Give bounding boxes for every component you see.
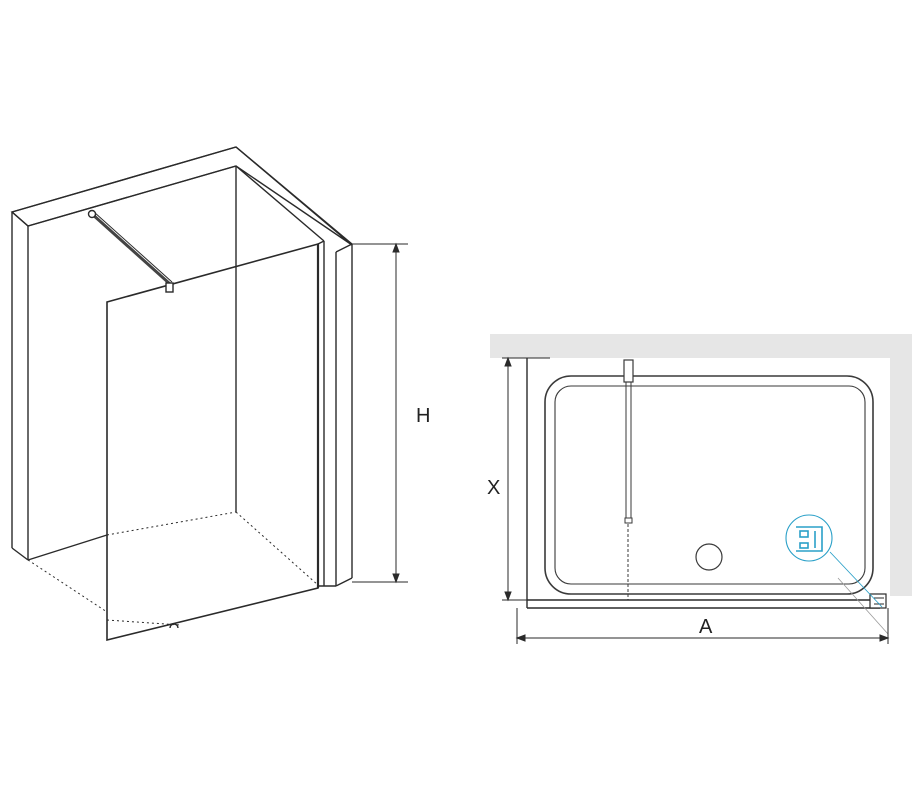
right-wall [318,243,353,587]
back-wall [10,146,353,561]
plan-glass [526,593,887,609]
width-label: A [699,616,713,638]
shower-tray [544,375,874,595]
height-dimension [352,242,408,584]
plan-support-bar [623,359,634,600]
plan-view [490,334,912,644]
floor-bumper [169,623,179,629]
drain-icon [695,543,723,571]
isometric-view [10,146,408,642]
profile-detail-callout [785,514,889,635]
glass-panel [106,240,325,642]
hidden-edges [27,282,319,626]
depth-label: X [487,477,500,499]
depth-dimension [502,356,550,602]
height-label: H [416,405,430,427]
plan-wall [490,334,912,596]
width-dimension [515,608,890,644]
support-bar [87,209,174,293]
